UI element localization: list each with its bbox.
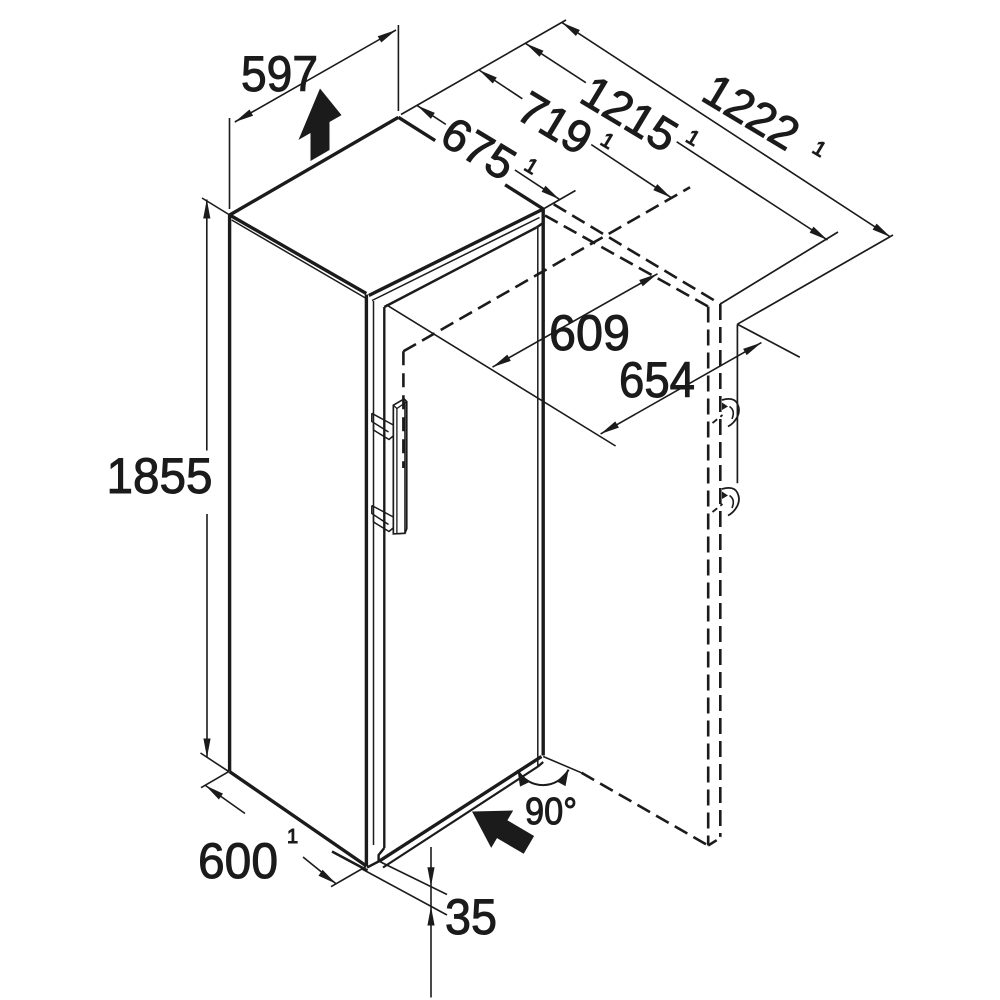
svg-text:35: 35 <box>445 889 497 945</box>
svg-text:90°: 90° <box>525 791 577 833</box>
svg-text:600: 600 <box>198 833 278 889</box>
svg-text:597: 597 <box>241 46 318 102</box>
svg-text:1855: 1855 <box>107 448 213 504</box>
svg-text:654: 654 <box>619 352 695 408</box>
svg-text:609: 609 <box>549 305 630 361</box>
svg-text:1: 1 <box>287 826 298 848</box>
